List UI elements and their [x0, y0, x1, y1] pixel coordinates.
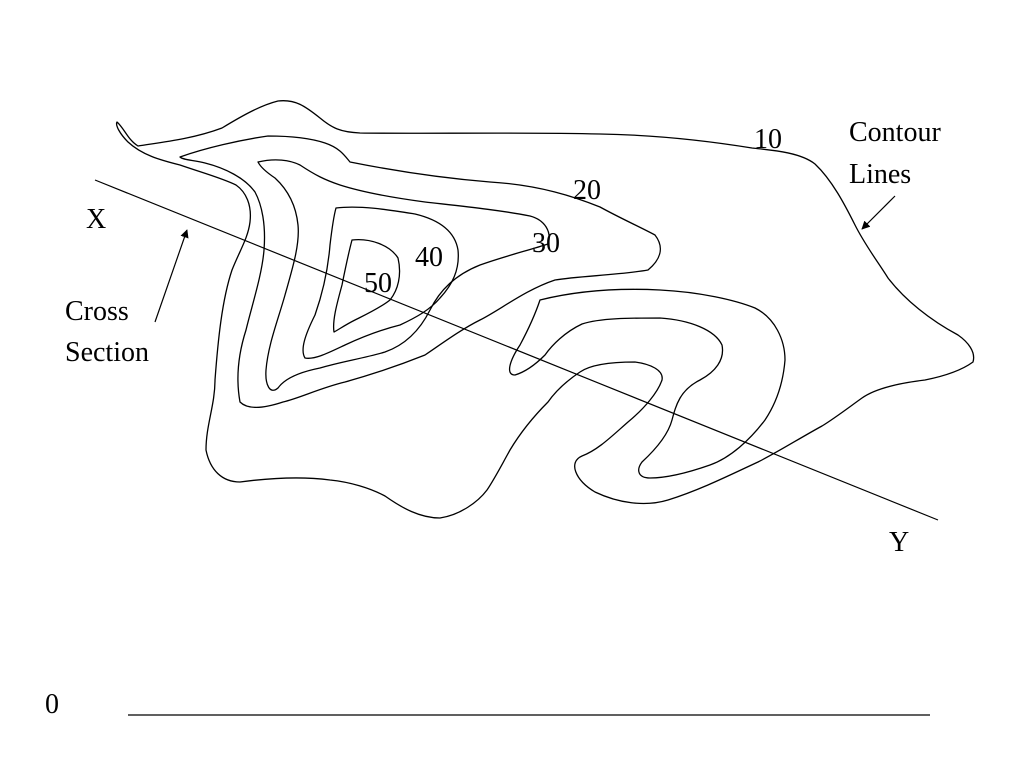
contour-lines-arrow	[861, 195, 896, 230]
contour-label-40: 40	[415, 242, 443, 273]
contour-line-30	[257, 159, 550, 391]
contour-line-50	[332, 239, 401, 333]
contour-line-20	[179, 135, 661, 408]
contour-label-30: 30	[532, 228, 560, 259]
cross-section-label-line2: Section	[65, 337, 149, 368]
cross-section-line	[94, 179, 939, 521]
point-x-label: X	[86, 204, 106, 235]
contour-label-20: 20	[573, 175, 601, 206]
contour-lines-label-line1: Contour	[849, 117, 941, 148]
contour-line-10	[115, 100, 975, 519]
cross-section-label-line1: Cross	[65, 296, 129, 327]
contour-label-50: 50	[364, 268, 392, 299]
contour-lines-label-line2: Lines	[849, 159, 911, 190]
point-y-label: Y	[889, 527, 909, 558]
contour-line-40	[302, 206, 459, 359]
contour-label-10: 10	[754, 124, 782, 155]
contour-line-20-hook	[508, 288, 786, 479]
profile-zero-label: 0	[45, 689, 59, 720]
cross-section-arrow	[154, 229, 189, 323]
